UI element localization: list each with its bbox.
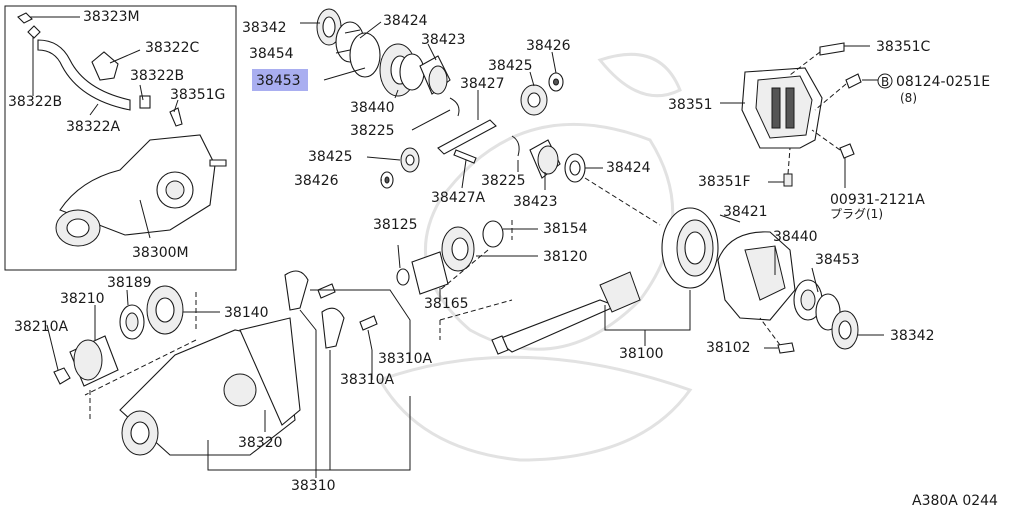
label-38140[interactable]: 38140 <box>224 305 269 321</box>
ring-gear <box>661 207 719 289</box>
label-38322B-left[interactable]: 38322B <box>8 94 62 110</box>
pinion-bearing-stack <box>396 220 504 295</box>
pinion-mate-gear-top <box>520 72 564 116</box>
label-38453-right[interactable]: 38453 <box>815 252 860 268</box>
label-38165[interactable]: 38165 <box>424 296 469 312</box>
label-38453-selected[interactable]: 38453 <box>256 73 301 89</box>
label-38300M[interactable]: 38300M <box>132 245 189 261</box>
label-38342-right[interactable]: 38342 <box>890 328 935 344</box>
label-38154[interactable]: 38154 <box>543 221 588 237</box>
label-38423-mid[interactable]: 38423 <box>513 194 558 210</box>
label-38210[interactable]: 38210 <box>60 291 105 307</box>
label-38424-mid[interactable]: 38424 <box>606 160 651 176</box>
label-plug-note: プラグ(1) <box>830 207 883 221</box>
label-38351F[interactable]: 38351F <box>698 174 751 190</box>
label-38426-top[interactable]: 38426 <box>526 38 571 54</box>
label-38125[interactable]: 38125 <box>373 217 418 233</box>
label-38421[interactable]: 38421 <box>723 204 768 220</box>
label-38342-top[interactable]: 38342 <box>242 20 287 36</box>
drive-pinion <box>491 271 641 355</box>
label-38225-top[interactable]: 38225 <box>350 123 395 139</box>
label-38427A[interactable]: 38427A <box>431 190 486 206</box>
companion-flange-assembly <box>53 285 184 387</box>
selected-part-highlight <box>252 69 308 91</box>
label-38322A[interactable]: 38322A <box>66 119 121 135</box>
label-38425-mid[interactable]: 38425 <box>308 149 353 165</box>
label-38120[interactable]: 38120 <box>543 249 588 265</box>
label-bolt-symbol: B <box>881 75 889 89</box>
label-38426-mid[interactable]: 38426 <box>294 173 339 189</box>
side-bearing-caps <box>284 270 378 349</box>
label-38310A-lower[interactable]: 38310A <box>340 372 395 388</box>
diagram-reference-code: A380A 0244 <box>912 493 998 509</box>
carrier-housing <box>119 317 301 456</box>
label-38210A[interactable]: 38210A <box>14 319 69 335</box>
label-38100[interactable]: 38100 <box>619 346 664 362</box>
differential-case <box>717 231 859 350</box>
label-38351C[interactable]: 38351C <box>876 39 931 55</box>
label-38322B-right[interactable]: 38322B <box>130 68 184 84</box>
inset-panel <box>4 5 237 271</box>
label-38225-mid[interactable]: 38225 <box>481 173 526 189</box>
pinion-shaft <box>437 119 497 155</box>
pinion-mate-gear-mid <box>380 147 420 189</box>
label-38322C[interactable]: 38322C <box>145 40 200 56</box>
lock-pin <box>453 149 477 164</box>
label-38454[interactable]: 38454 <box>249 46 294 62</box>
label-38440-right[interactable]: 38440 <box>773 229 818 245</box>
label-08124-0251E[interactable]: 08124-0251E <box>896 74 990 90</box>
label-38423-top[interactable]: 38423 <box>421 32 466 48</box>
label-38310[interactable]: 38310 <box>291 478 336 494</box>
label-08124-quantity: (8) <box>900 91 917 105</box>
breather-assembly <box>17 12 183 127</box>
watermark-emblem <box>377 52 693 462</box>
label-38425-top[interactable]: 38425 <box>488 58 533 74</box>
label-38351G[interactable]: 38351G <box>170 87 225 103</box>
side-gear-mid <box>529 139 586 183</box>
label-38427[interactable]: 38427 <box>460 76 505 92</box>
label-38102[interactable]: 38102 <box>706 340 751 356</box>
label-00931-2121A[interactable]: 00931-2121A <box>830 192 925 208</box>
label-38440-top[interactable]: 38440 <box>350 100 395 116</box>
label-38310A-upper[interactable]: 38310A <box>378 351 433 367</box>
label-38320[interactable]: 38320 <box>238 435 283 451</box>
rear-cover <box>741 67 823 149</box>
label-38351[interactable]: 38351 <box>668 97 713 113</box>
label-38424-top[interactable]: 38424 <box>383 13 428 29</box>
side-bearing-stack-top <box>316 8 451 97</box>
label-38189[interactable]: 38189 <box>107 275 152 291</box>
rear-final-drive-assembly <box>55 134 227 247</box>
label-38323M[interactable]: 38323M <box>83 9 140 25</box>
